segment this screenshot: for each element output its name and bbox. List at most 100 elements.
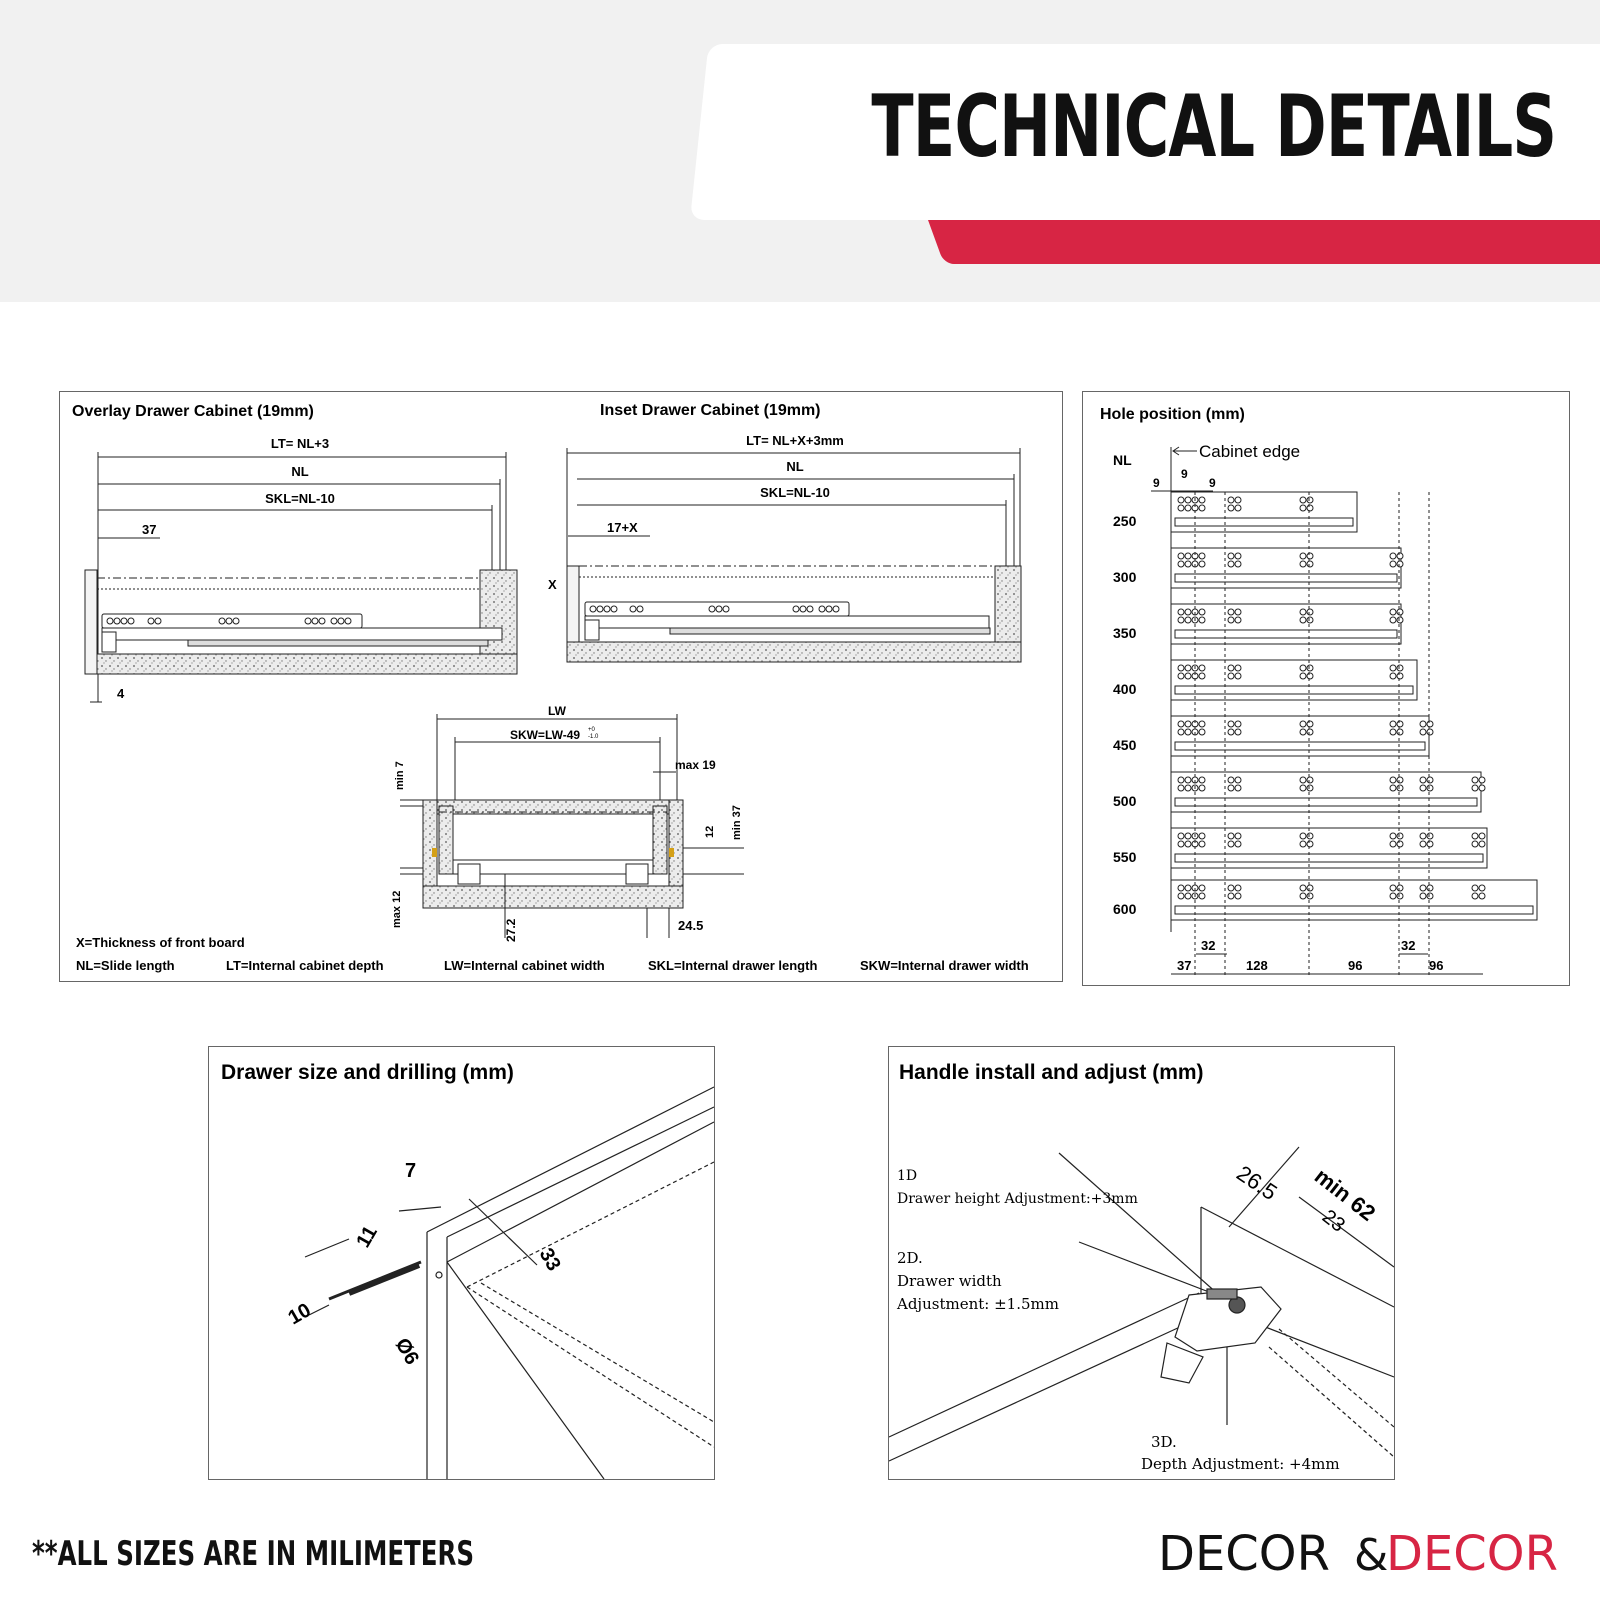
cabinet-diagram-panel: Overlay Drawer Cabinet (19mm) Inset Draw… xyxy=(59,391,1063,982)
hole-position-diagram: Hole position (mm) NL Cabinet edge 9 9 9… xyxy=(1100,406,1538,977)
slide-hole xyxy=(1389,784,1397,792)
slide-hole xyxy=(1177,608,1185,616)
slide-hole xyxy=(1198,552,1206,560)
slide-hole xyxy=(1184,840,1192,848)
slide-hole xyxy=(1177,892,1185,900)
slide-hole xyxy=(1177,832,1185,840)
slide-hole xyxy=(1299,664,1307,672)
cross-section-drawing xyxy=(400,714,744,938)
slide-hole xyxy=(1389,884,1397,892)
slide-hole xyxy=(1299,728,1307,736)
slide-hole xyxy=(1396,552,1404,560)
slide-hole xyxy=(1471,884,1479,892)
slide-hole xyxy=(1306,496,1314,504)
overlay-cabinet-drawing xyxy=(84,452,518,703)
slide-hole xyxy=(1426,776,1434,784)
slide-hole xyxy=(1396,776,1404,784)
legend-lw: LW=Internal cabinet width xyxy=(444,958,605,973)
slide-hole xyxy=(1306,552,1314,560)
row-label-600: 600 xyxy=(1113,901,1137,917)
slide-hole xyxy=(1389,720,1397,728)
slide-hole xyxy=(1184,672,1192,680)
note1-num: 1D xyxy=(897,1168,917,1184)
slide-hole xyxy=(1227,840,1235,848)
cross-section-yellow-marks xyxy=(432,848,674,857)
slide-hole xyxy=(1177,496,1185,504)
slide-hole xyxy=(1227,884,1235,892)
inset-17x-label: 17+X xyxy=(607,520,638,535)
top-dim-9b: 9 xyxy=(1181,467,1188,481)
slide-row-1 xyxy=(1170,547,1402,589)
slide-hole xyxy=(1306,832,1314,840)
slide-hole xyxy=(1234,832,1242,840)
slide-hole xyxy=(1198,720,1206,728)
handle-dim-23: 23 xyxy=(1318,1206,1349,1237)
slide-row-rail-5 xyxy=(1174,797,1478,807)
drill-dim-7: 7 xyxy=(405,1160,416,1182)
slide-hole xyxy=(1389,892,1397,900)
inset-title: Inset Drawer Cabinet (19mm) xyxy=(600,402,821,419)
slide-hole xyxy=(1198,616,1206,624)
slide-hole xyxy=(1419,728,1427,736)
brand-right-text: DECOR xyxy=(1386,1526,1558,1578)
slide-hole xyxy=(1234,608,1242,616)
slide-hole xyxy=(1471,892,1479,900)
slide-hole xyxy=(1299,840,1307,848)
legend-lt: LT=Internal cabinet depth xyxy=(226,958,384,973)
handle-panel: Handle install and adjust (mm) 1D Drawer… xyxy=(888,1046,1395,1480)
note2-line1: Drawer width xyxy=(897,1272,1002,1290)
slide-hole xyxy=(1184,504,1192,512)
slide-row-rail-1 xyxy=(1174,573,1398,583)
slide-hole xyxy=(1426,840,1434,848)
overlay-skl-label: SKL=NL-10 xyxy=(265,491,335,506)
slide-row-rail-6 xyxy=(1174,853,1484,863)
drilling-title: Drawer size and drilling (mm) xyxy=(221,1061,514,1084)
slide-hole xyxy=(1478,840,1486,848)
overlay-lt-label: LT= NL+3 xyxy=(271,436,329,451)
slide-hole xyxy=(1177,664,1185,672)
slide-hole xyxy=(1389,608,1397,616)
slide-hole xyxy=(1299,672,1307,680)
slide-hole xyxy=(1389,672,1397,680)
slide-hole xyxy=(1419,884,1427,892)
slide-hole xyxy=(1234,728,1242,736)
inset-slide-holes xyxy=(589,605,840,613)
slide-hole xyxy=(1227,560,1235,568)
note2-num: 2D. xyxy=(897,1249,923,1267)
slide-hole xyxy=(1227,832,1235,840)
slide-hole xyxy=(1299,832,1307,840)
slide-hole xyxy=(1299,892,1307,900)
units-footnote: **ALL SIZES ARE IN MILIMETERS xyxy=(32,1534,474,1574)
slide-hole xyxy=(1184,776,1192,784)
slide-hole xyxy=(1426,892,1434,900)
row-label-350: 350 xyxy=(1113,625,1137,641)
slide-hole xyxy=(1198,560,1206,568)
row-label-250: 250 xyxy=(1113,513,1137,529)
slide-hole xyxy=(1306,616,1314,624)
slide-hole xyxy=(1234,720,1242,728)
drill-dim-6: Ø6 xyxy=(391,1335,423,1369)
slide-hole xyxy=(1299,884,1307,892)
slide-hole xyxy=(1184,496,1192,504)
slide-hole xyxy=(1478,832,1486,840)
slide-hole xyxy=(1396,892,1404,900)
slide-hole xyxy=(1184,884,1192,892)
slide-hole xyxy=(1177,560,1185,568)
slide-hole xyxy=(1396,672,1404,680)
slide-hole xyxy=(1227,664,1235,672)
slide-hole xyxy=(1184,892,1192,900)
overlay-title: Overlay Drawer Cabinet (19mm) xyxy=(72,403,314,420)
slide-hole xyxy=(1389,664,1397,672)
slide-hole xyxy=(1478,776,1486,784)
slide-hole xyxy=(1396,832,1404,840)
cross-skw-tol-top: +0 xyxy=(588,727,596,733)
handle-title: Handle install and adjust (mm) xyxy=(899,1061,1204,1084)
slide-hole xyxy=(1419,892,1427,900)
slide-hole xyxy=(1177,776,1185,784)
slide-hole xyxy=(1396,616,1404,624)
inset-skl-label: SKL=NL-10 xyxy=(760,485,830,500)
handle-diagram: Handle install and adjust (mm) 1D Drawer… xyxy=(889,1061,1394,1473)
slide-hole xyxy=(1198,728,1206,736)
top-dim-9a: 9 xyxy=(1153,476,1160,490)
header-accent-bar xyxy=(928,220,1600,264)
